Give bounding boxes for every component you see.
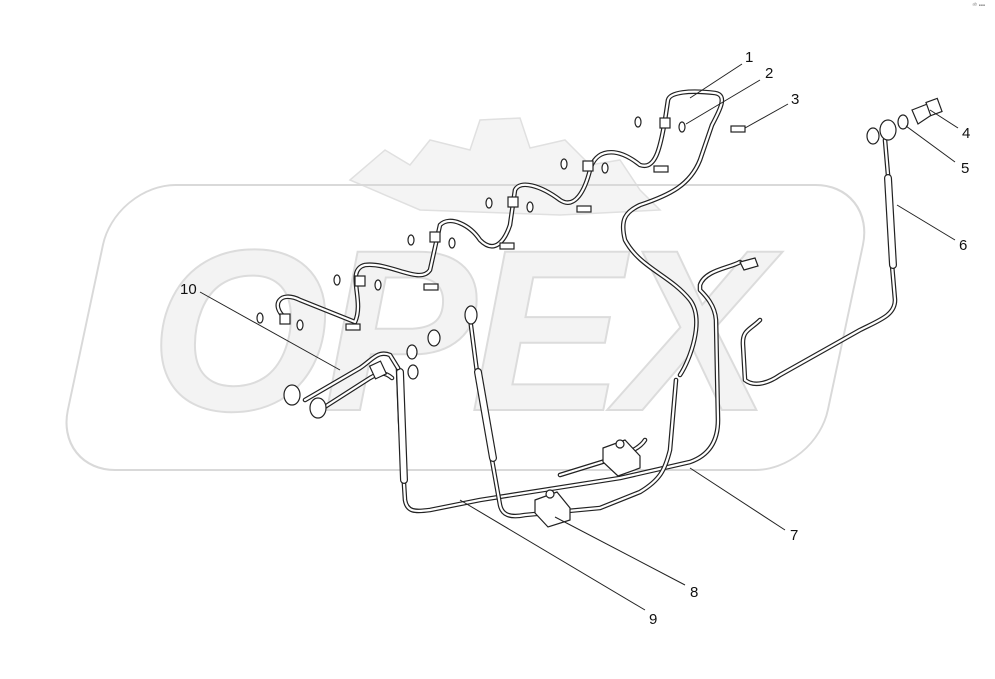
watermark-frame bbox=[65, 184, 866, 471]
sealing-ring bbox=[897, 114, 909, 130]
callout-2: 2 bbox=[765, 65, 773, 82]
leader-line bbox=[685, 79, 761, 125]
watermark-text: OPEX bbox=[150, 202, 783, 459]
inlet-elbow-assembly bbox=[283, 351, 401, 419]
banjo-bolt bbox=[576, 205, 592, 213]
banjo-fitting bbox=[429, 231, 441, 243]
leader-line bbox=[199, 291, 341, 371]
callout-6: 6 bbox=[959, 237, 967, 254]
banjo-eye bbox=[464, 305, 478, 325]
pipe-clamp bbox=[534, 489, 571, 528]
washer bbox=[448, 237, 456, 249]
callout-5: 5 bbox=[961, 160, 969, 177]
washer bbox=[374, 279, 382, 291]
washer bbox=[526, 201, 534, 213]
banjo-fitting bbox=[582, 160, 594, 172]
sealing-ring bbox=[407, 364, 419, 380]
corner-mark: ᵃᵇ ▪▪▪ bbox=[972, 3, 985, 9]
watermark-gear bbox=[348, 117, 662, 216]
banjo-fitting bbox=[659, 117, 671, 129]
callouts: 1 2 3 4 5 6 7 8 9 10 bbox=[180, 49, 970, 628]
banjo-bolt bbox=[345, 323, 361, 331]
banjo-bolt bbox=[730, 125, 746, 133]
callout-3: 3 bbox=[791, 91, 799, 108]
leader-line bbox=[689, 63, 743, 99]
callout-1: 1 bbox=[745, 49, 753, 66]
callout-7: 7 bbox=[790, 527, 798, 544]
banjo-eye bbox=[283, 384, 301, 406]
washer bbox=[601, 162, 609, 174]
banjo-bolts bbox=[345, 125, 746, 331]
banjo-fitting bbox=[279, 313, 291, 325]
callout-4: 4 bbox=[962, 125, 970, 142]
sealing-ring bbox=[406, 344, 418, 360]
banjo-eye bbox=[879, 119, 897, 141]
washer bbox=[333, 274, 341, 286]
callout-8: 8 bbox=[690, 584, 698, 601]
lower-fuel-lines bbox=[395, 257, 759, 528]
leader-lines bbox=[199, 63, 959, 611]
leader-line bbox=[896, 204, 956, 241]
leader-line bbox=[554, 516, 686, 586]
banjo-fitting bbox=[354, 275, 366, 287]
washer bbox=[560, 158, 568, 170]
banjo-bolt bbox=[499, 242, 515, 250]
watermark: OPEX bbox=[65, 117, 866, 471]
washer bbox=[296, 319, 304, 331]
sealing-ring bbox=[866, 127, 880, 145]
banjo-fitting bbox=[507, 196, 519, 208]
sealing-ring bbox=[427, 329, 441, 347]
washer bbox=[256, 312, 264, 324]
washer bbox=[407, 234, 415, 246]
hose-end-fitting bbox=[739, 257, 759, 271]
return-hose-assembly bbox=[740, 97, 943, 387]
banjo-eye bbox=[309, 397, 327, 419]
washer bbox=[634, 116, 642, 128]
washer bbox=[485, 197, 493, 209]
injector-fuel-line bbox=[256, 89, 725, 378]
leader-line bbox=[459, 499, 646, 611]
leader-line bbox=[929, 109, 959, 129]
leader-line bbox=[905, 125, 956, 163]
washer bbox=[678, 121, 686, 133]
leader-line bbox=[744, 103, 789, 129]
union-nut bbox=[368, 360, 388, 380]
banjo-bolt bbox=[423, 283, 439, 291]
pipe-clamp bbox=[602, 439, 641, 477]
banjo-bolt bbox=[653, 165, 669, 173]
callout-9: 9 bbox=[649, 611, 657, 628]
callout-10: 10 bbox=[180, 281, 197, 298]
leader-line bbox=[689, 467, 786, 531]
